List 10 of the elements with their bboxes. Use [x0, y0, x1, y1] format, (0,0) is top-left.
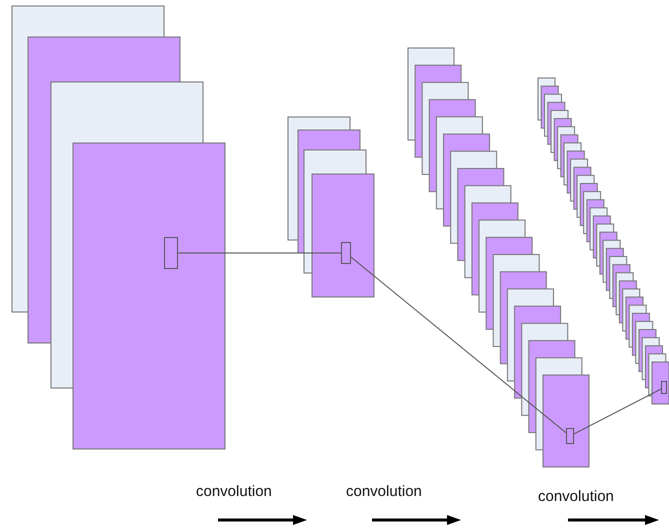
connector-line — [350, 256, 566, 434]
connector-line — [574, 388, 662, 434]
receptive-field-box — [164, 237, 178, 269]
receptive-field-box — [341, 242, 351, 264]
operation-label: convolution — [346, 483, 422, 500]
operation-label: convolution — [538, 488, 614, 505]
connector-line — [178, 252, 342, 254]
receptive-field-box — [566, 428, 574, 444]
receptive-field-box — [661, 381, 667, 394]
operation-label: convolution — [196, 483, 272, 500]
